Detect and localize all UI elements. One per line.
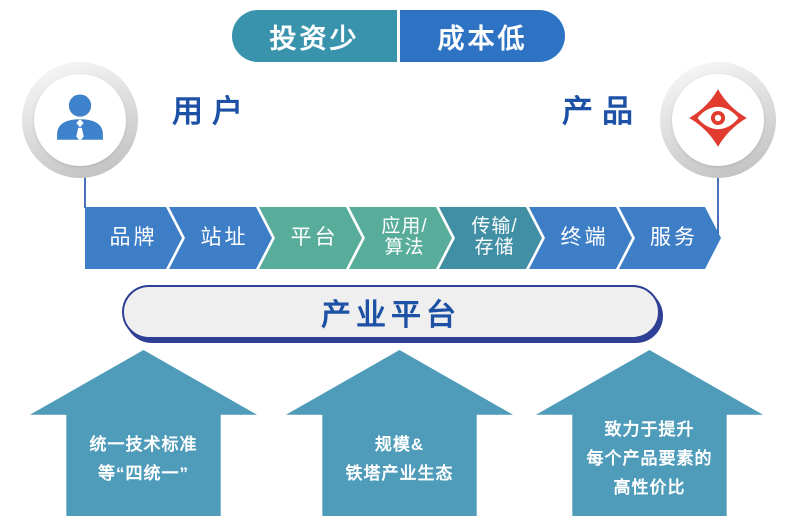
value-chain: 品牌 站址 平台 应用/ 算法 传输/ 存储 终端 服务 bbox=[85, 207, 721, 269]
chain-segment-application-algorithm: 应用/ 算法 bbox=[349, 207, 452, 269]
product-label: 产品 bbox=[562, 94, 642, 129]
support-arrow-standards: 统一技术标准 等“四统一” bbox=[30, 350, 257, 516]
chain-segment-service: 服务 bbox=[619, 207, 721, 269]
china-tower-logo-icon bbox=[686, 86, 750, 155]
chain-segment-brand: 品牌 bbox=[85, 207, 182, 269]
benefit-pill-cost: 成本低 bbox=[400, 10, 565, 62]
industry-platform-bar: 产业平台 bbox=[122, 285, 660, 339]
chain-segment-terminal: 终端 bbox=[529, 207, 632, 269]
user-label: 用户 bbox=[172, 94, 252, 129]
chain-segment-site: 站址 bbox=[169, 207, 272, 269]
chain-segment-transmission-storage: 传输/ 存储 bbox=[439, 207, 542, 269]
chain-segment-platform: 平台 bbox=[259, 207, 362, 269]
user-avatar-circle bbox=[22, 62, 138, 178]
person-icon bbox=[49, 87, 111, 154]
support-arrow-cost-performance: 致力于提升 每个产品要素的 高性价比 bbox=[536, 350, 763, 516]
product-logo-circle bbox=[660, 62, 776, 178]
benefit-pill-investment: 投资少 bbox=[232, 10, 397, 62]
user-connector-line bbox=[84, 176, 86, 208]
support-arrow-scale-ecosystem: 规模& 铁塔产业生态 bbox=[286, 350, 513, 516]
product-connector-line bbox=[717, 176, 719, 238]
